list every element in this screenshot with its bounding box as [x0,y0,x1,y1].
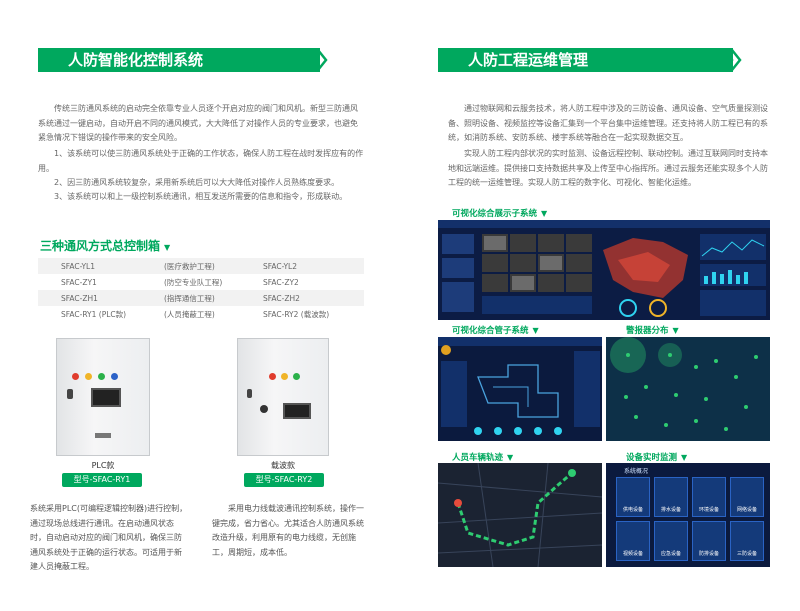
device-tile-label: 防排设备 [698,551,719,557]
right-intro: 通过物联网和云服务技术，将人防工程中涉及的三防设备、通风设备、空气质量探测设备、… [448,104,768,142]
left-point-1: 1、该系统可以使三防通风系统处于正确的工作状态，确保人防工程在战时发挥应有的作用… [38,149,364,173]
device-tile-label: 网络设备 [736,507,757,513]
indicator-lights [72,373,132,381]
triangle-down-icon: ▼ [532,326,539,335]
left-point-2: 2、因三防通风系统较复杂，采用新系统后可以大大降低对操作人员熟练度要求。 [54,178,340,187]
device-tile-label: 视频设备 [622,551,643,557]
device-tile: 环境设备 [692,477,726,517]
device-tile: 排水设备 [654,477,688,517]
track-map-screenshot [438,463,602,567]
alarm-map-graphic [606,337,770,441]
triangle-down-icon: ▼ [681,453,688,462]
device-tile: 供电设备 [616,477,650,517]
left-banner: 人防智能化控制系统 [38,48,320,72]
device-tile: 三防设备 [730,521,764,561]
lock [67,389,73,399]
device-tile-label: 供电设备 [622,507,643,513]
dashboard-graphic [438,220,770,320]
panel-title-track-text: 人员车辆轨迹 [452,453,504,463]
device-grid: 供电设备 排水设备 环境设备 网络设备 视频设备 应急设备 防排设备 三防设备 [616,477,764,563]
indicator-lights [269,373,309,381]
table-row: SFAC-RY1 (PLC款) (人员掩蔽工程) SFAC-RY2 (载波款) [38,306,364,322]
table-cell: SFAC-ZH2 [240,290,364,306]
track-map-graphic [438,463,602,567]
table-row: SFAC-ZY1 (防空专业队工程) SFAC-ZY2 [38,274,364,290]
right-banner-title: 人防工程运维管理 [468,51,589,69]
screen-panel [91,388,121,407]
monitor-dashboard-screenshot: 系统概况 供电设备 排水设备 环境设备 网络设备 视频设备 应急设备 防排设备 … [606,463,770,567]
table-cell: SFAC-RY1 (PLC款) [61,309,127,319]
table-cell: (防空专业队工程) [164,277,223,287]
panel-title-display: 可视化综合展示子系统▼ [452,207,547,219]
triangle-down-icon: ▼ [507,453,514,462]
panel-title-monitor-text: 设备实时监测 [626,453,678,463]
manage-dashboard-screenshot [438,337,602,441]
plc-cabinet-image [56,338,150,456]
device-tile: 应急设备 [654,521,688,561]
panel-title-monitor: 设备实时监测▼ [626,451,687,463]
carrier-cabinet-image [237,338,329,456]
right-intro-2: 实现人防工程内部状况的实时监测、设备远程控制、联动控制。通过互联网同时支持本地和… [448,149,768,187]
panel-title-display-text: 可视化综合展示子系统 [452,209,538,219]
nameplate [95,433,111,438]
device-tile-label: 三防设备 [736,551,757,557]
device-tile: 防排设备 [692,521,726,561]
table-cell: (人员掩蔽工程) [164,309,215,319]
device-tile-label: 应急设备 [660,551,681,557]
panel-title-manage: 可视化综合管子系统▼ [452,324,539,336]
table-cell: SFAC-RY2 (载波款) [263,309,330,319]
plc-caption: PLC款 [91,461,115,470]
chevron-decoration-icon [309,49,328,71]
manage-graphic [438,337,602,441]
triangle-down-icon: ▼ [164,243,171,252]
display-dashboard-screenshot [438,220,770,320]
table-cell: SFAC-ZH1 [38,290,141,306]
panel-title-alarm-text: 警报器分布 [626,326,669,336]
table-cell: SFAC-YL2 [240,258,364,274]
table-cell: (医疗救护工程) [141,258,240,274]
models-title-text: 三种通风方式总控制箱 [40,239,161,253]
carrier-description: 采用电力线载波通讯控制系统，操作一键完成，省力省心。尤其适合人防通风系统改造升级… [212,504,364,557]
triangle-down-icon: ▼ [672,326,679,335]
table-cell: SFAC-ZY2 [263,277,299,287]
device-tile: 网络设备 [730,477,764,517]
left-intro: 传统三防通风系统的启动完全依靠专业人员逐个开启对应的阀门和风机。新型三防通风系统… [38,104,358,142]
left-point-3: 3、该系统可以和上一级控制系统通讯，相互发送所需要的信息和指令，形成联动。 [54,192,348,201]
models-title: 三种通风方式总控制箱▼ [40,237,170,254]
device-overview-title: 系统概况 [624,468,649,475]
carrier-caption: 载波款 [271,461,295,470]
switch [260,405,268,413]
table-cell: SFAC-ZY1 [61,277,97,287]
device-tile: 视频设备 [616,521,650,561]
alarm-map-screenshot [606,337,770,441]
table-cell: (指挥通信工程) [141,290,240,306]
screen-panel [283,403,311,419]
table-row: SFAC-ZH1 (指挥通信工程) SFAC-ZH2 [38,290,364,306]
device-tile-label: 环境设备 [698,507,719,513]
right-banner: 人防工程运维管理 [438,48,733,72]
table-row: SFAC-YL1 (医疗救护工程) SFAC-YL2 [38,258,364,274]
triangle-down-icon: ▼ [541,209,548,218]
lock [247,389,252,398]
chevron-decoration-icon [723,49,742,71]
plc-model-badge: 型号-SFAC-RY1 [62,473,142,487]
panel-title-track: 人员车辆轨迹▼ [452,451,513,463]
left-banner-title: 人防智能化控制系统 [68,51,204,69]
table-cell: SFAC-YL1 [38,258,141,274]
panel-title-manage-text: 可视化综合管子系统 [452,326,529,336]
device-tile-label: 排水设备 [660,507,681,513]
models-table: SFAC-YL1 (医疗救护工程) SFAC-YL2 SFAC-ZY1 (防空专… [38,258,364,322]
panel-title-alarm: 警报器分布▼ [626,324,679,336]
carrier-model-badge: 型号-SFAC-RY2 [244,473,324,487]
plc-description: 系统采用PLC(可编程逻辑控制器)进行控制，通过现场总线进行通讯。在启动通风状态… [30,504,188,571]
